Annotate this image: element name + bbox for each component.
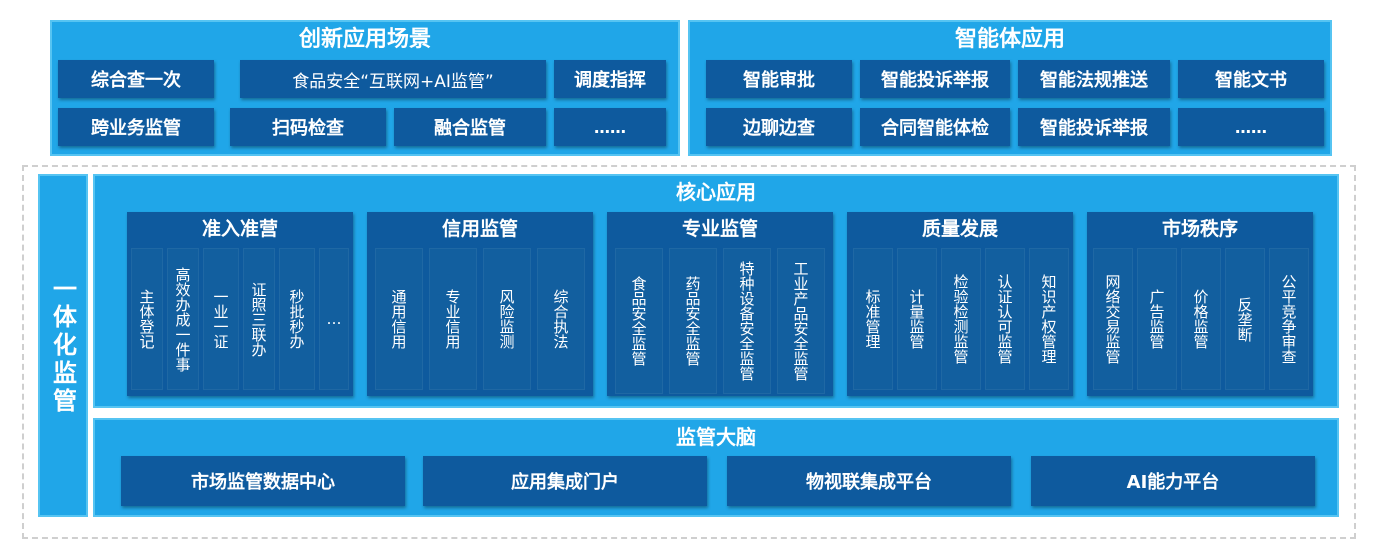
item-price-supervision[interactable]: 价格监管 xyxy=(1181,248,1221,390)
brain-iot-platform[interactable]: 物视联集成平台 xyxy=(727,456,1011,506)
agent-more[interactable]: …… xyxy=(1178,108,1324,146)
item-one-thing-efficient[interactable]: 高效办成一件事 xyxy=(167,248,199,390)
item-comprehensive-enforcement[interactable]: 综合执法 xyxy=(537,248,585,390)
core-title: 核心应用 xyxy=(676,180,756,204)
agent-panel: 智能体应用 智能审批 智能投诉举报 智能法规推送 智能文书 边聊边查 合同智能体… xyxy=(688,20,1332,156)
category-credit-supervision: 信用监管 通用信用 专业信用 风险监测 综合执法 xyxy=(367,212,593,396)
item-standard-management[interactable]: 标准管理 xyxy=(853,248,893,390)
item-certification-supervision[interactable]: 认证认可监管 xyxy=(985,248,1025,390)
scenario-more[interactable]: …… xyxy=(554,108,666,146)
agent-smart-complaint-2[interactable]: 智能投诉举报 xyxy=(1018,108,1170,146)
category-credit-supervision-title: 信用监管 xyxy=(441,218,518,240)
category-quality-development: 质量发展 标准管理 计量监管 检验检测监管 认证认可监管 知识产权管理 xyxy=(847,212,1073,396)
item-special-equipment-supervision[interactable]: 特种设备安全监管 xyxy=(723,248,771,394)
agent-chat-check[interactable]: 边聊边查 xyxy=(706,108,852,146)
scenario-dispatch[interactable]: 调度指挥 xyxy=(554,60,666,98)
item-drug-safety-supervision[interactable]: 药品安全监管 xyxy=(669,248,717,394)
brain-panel: 监管大脑 市场监管数据中心 应用集成门户 物视联集成平台 AI能力平台 xyxy=(93,418,1339,517)
category-market-order: 市场秩序 网络交易监管 广告监管 价格监管 反垄断 公平竞争审查 xyxy=(1087,212,1313,396)
scenario-comprehensive-check[interactable]: 综合查一次 xyxy=(58,60,214,98)
core-panel: 核心应用 准入准营 主体登记 高效办成一件事 一业一证 证照三联办 秒批秒办 …… xyxy=(93,174,1339,408)
brain-data-center[interactable]: 市场监管数据中心 xyxy=(121,456,405,506)
item-more[interactable]: … xyxy=(319,248,349,390)
item-three-license-link[interactable]: 证照三联办 xyxy=(243,248,275,390)
agent-smart-approval[interactable]: 智能审批 xyxy=(706,60,852,98)
innovation-panel: 创新应用场景 综合查一次 食品安全“互联网+AI监管” 调度指挥 跨业务监管 扫… xyxy=(50,20,680,156)
brain-app-portal[interactable]: 应用集成门户 xyxy=(423,456,707,506)
item-antitrust[interactable]: 反垄断 xyxy=(1225,248,1265,390)
category-quality-development-title: 质量发展 xyxy=(921,218,998,240)
item-online-trade-supervision[interactable]: 网络交易监管 xyxy=(1093,248,1133,390)
brain-title: 监管大脑 xyxy=(676,425,756,449)
category-market-access-title: 准入准营 xyxy=(201,218,278,240)
category-professional-supervision: 专业监管 食品安全监管 药品安全监管 特种设备安全监管 工业产品安全监管 xyxy=(607,212,833,396)
item-advertising-supervision[interactable]: 广告监管 xyxy=(1137,248,1177,390)
agent-title: 智能体应用 xyxy=(954,27,1065,52)
integrated-frame xyxy=(22,165,1356,539)
item-instant-approval[interactable]: 秒批秒办 xyxy=(279,248,315,390)
scenario-fusion[interactable]: 融合监管 xyxy=(394,108,546,146)
scenario-food-safety-ai[interactable]: 食品安全“互联网+AI监管” xyxy=(240,60,546,98)
item-ip-management[interactable]: 知识产权管理 xyxy=(1029,248,1069,390)
agent-smart-complaint[interactable]: 智能投诉举报 xyxy=(860,60,1010,98)
item-professional-credit[interactable]: 专业信用 xyxy=(429,248,477,390)
item-food-safety-supervision[interactable]: 食品安全监管 xyxy=(615,248,663,394)
item-metrology-supervision[interactable]: 计量监管 xyxy=(897,248,937,390)
agent-smart-document[interactable]: 智能文书 xyxy=(1178,60,1324,98)
category-market-order-title: 市场秩序 xyxy=(1161,218,1238,240)
agent-contract-check[interactable]: 合同智能体检 xyxy=(860,108,1010,146)
item-industrial-product-supervision[interactable]: 工业产品安全监管 xyxy=(777,248,825,394)
item-general-credit[interactable]: 通用信用 xyxy=(375,248,423,390)
agent-smart-regulation[interactable]: 智能法规推送 xyxy=(1018,60,1170,98)
item-entity-registration[interactable]: 主体登记 xyxy=(131,248,163,390)
category-professional-supervision-title: 专业监管 xyxy=(681,218,758,240)
innovation-title: 创新应用场景 xyxy=(298,27,431,52)
brain-ai-platform[interactable]: AI能力平台 xyxy=(1031,456,1315,506)
category-market-access: 准入准营 主体登记 高效办成一件事 一业一证 证照三联办 秒批秒办 … xyxy=(127,212,353,396)
integrated-supervision-label: 一体化监管 xyxy=(38,174,88,517)
item-one-industry-one-license[interactable]: 一业一证 xyxy=(203,248,239,390)
scenario-cross-business[interactable]: 跨业务监管 xyxy=(58,108,214,146)
item-inspection-supervision[interactable]: 检验检测监管 xyxy=(941,248,981,390)
scenario-scan-check[interactable]: 扫码检查 xyxy=(230,108,386,146)
item-fair-competition-review[interactable]: 公平竞争审查 xyxy=(1269,248,1309,390)
item-risk-monitoring[interactable]: 风险监测 xyxy=(483,248,531,390)
